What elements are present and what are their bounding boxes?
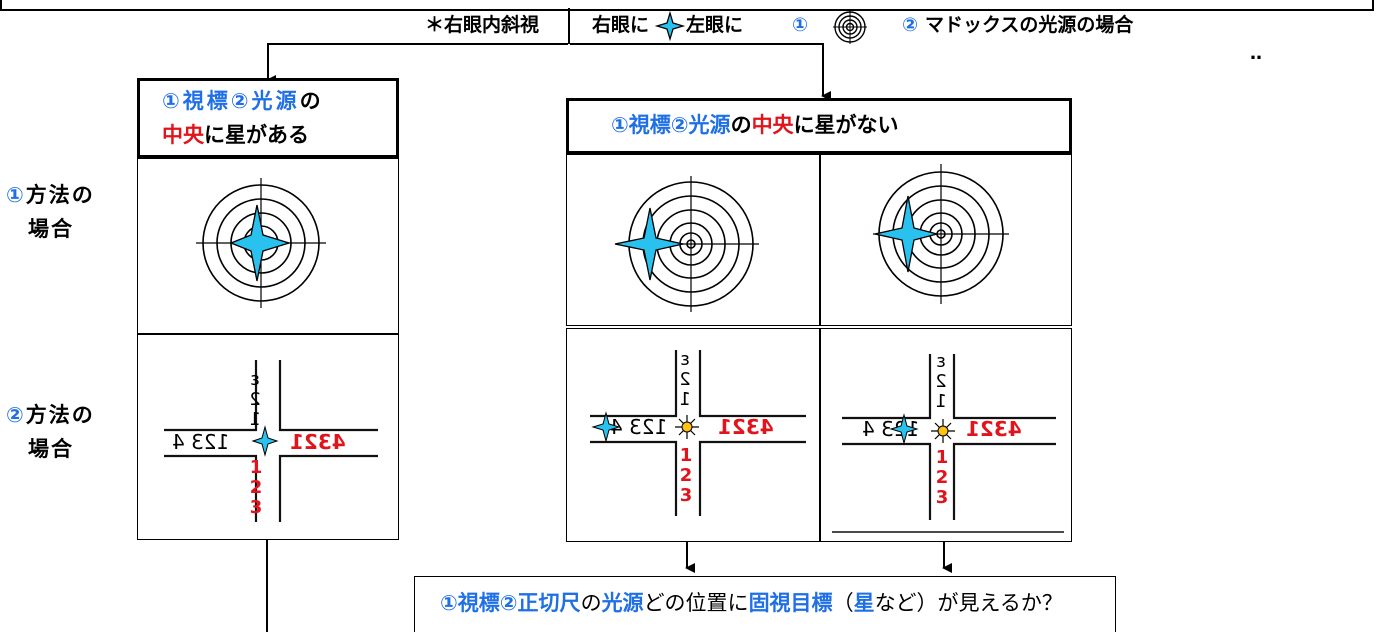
left-title-box (137, 78, 399, 158)
scale-vertical-bottom: 1 2 3 (249, 457, 263, 518)
question-end: など）が見えるか？ (874, 591, 1063, 615)
sun-icon (675, 415, 699, 439)
scale-cell-far (566, 328, 820, 542)
scale-left-numbers: 4321 (966, 417, 1022, 441)
left-title-num1: ①視 (162, 89, 207, 113)
right-title-box (566, 98, 1072, 154)
header-divider (568, 8, 570, 44)
header-right-eye: 右眼に (592, 14, 650, 36)
maddox-cell-near (820, 154, 1072, 326)
right-title-center: 中央 (751, 113, 794, 137)
left-title-rest: に星がある (204, 123, 309, 147)
question-light: 光源 (601, 591, 644, 615)
scale-vertical-bottom: 1 2 3 (679, 445, 693, 506)
header-num2: ② (902, 14, 919, 36)
header-num1: ① (792, 14, 809, 36)
question-where: どの位置に (643, 591, 749, 615)
star-icon (654, 10, 686, 42)
question-fixation: 固視目標 (748, 591, 833, 615)
left-title-center: 中央 (162, 123, 204, 147)
question-particle: の (580, 591, 602, 615)
question-text: ①視標②正切尺の光源どの位置に固視目標（星など）が見えるか？ (440, 588, 1063, 618)
tangent-scale-centered (164, 360, 378, 522)
maddox-target-centered (196, 178, 326, 308)
method2-num: ② (6, 403, 26, 427)
question-box (414, 576, 1116, 632)
left-title-num2: ②光 (230, 89, 276, 113)
scale-left-numbers: 4321 (718, 415, 774, 439)
scale-vertical-bottom: 1 2 3 (935, 447, 949, 508)
concentric-circles-icon (833, 10, 867, 44)
left-title-word1: 標 (206, 89, 231, 113)
method1-num: ① (6, 183, 26, 207)
star-icon (229, 204, 292, 282)
tangent-scale-far (590, 350, 806, 516)
star-icon (614, 207, 684, 281)
maddox-target-near (873, 164, 1009, 304)
method2-label: ②方法の (6, 400, 95, 430)
method1-label: ①方法の (6, 180, 95, 210)
right-title-text: ①視標②光源の中央に星がない (611, 110, 899, 140)
star-icon (251, 425, 279, 457)
left-title-particle: の (299, 89, 324, 113)
left-title-line2: 中央に星がある (162, 120, 309, 150)
header-maddox: マドックスの光源の場合 (925, 14, 1134, 36)
tangent-scale-near (832, 354, 1064, 533)
maddox-target-far (614, 176, 759, 312)
header-condition: ＊右眼内斜視 (425, 14, 540, 36)
scale-vertical-top: ε 2 1 (249, 369, 261, 430)
scale-center-numbers: 123 4 (172, 430, 230, 454)
top-frame (0, 0, 1374, 11)
scale-left-numbers: 4321 (290, 430, 346, 454)
question-paren: （ (832, 591, 854, 615)
right-title-rest: に星がない (793, 113, 899, 137)
question-targets: ①視標②正切尺 (440, 591, 581, 615)
star-icon (874, 195, 940, 273)
sun-icon (931, 419, 955, 443)
left-title-line1: ①視標②光源の (162, 86, 324, 116)
method1-label-line2: 場合 (28, 217, 74, 241)
right-title-particle: の (730, 113, 752, 137)
method2-text: 方法の (25, 403, 95, 427)
question-star: 星 (853, 591, 875, 615)
scale-vertical-top: ε 2 1 (679, 349, 691, 410)
right-title-targets: ①視標②光源 (611, 113, 731, 137)
method2-label-line2: 場合 (28, 437, 74, 461)
left-title-word2: 源 (275, 89, 300, 113)
scale-vertical-top: ε 2 1 (935, 351, 947, 412)
star-icon (889, 413, 919, 445)
star-icon (591, 411, 621, 443)
header-left-eye: 左眼に (686, 14, 744, 36)
header-dots: ‥ (1250, 43, 1263, 64)
method1-text: 方法の (25, 183, 95, 207)
